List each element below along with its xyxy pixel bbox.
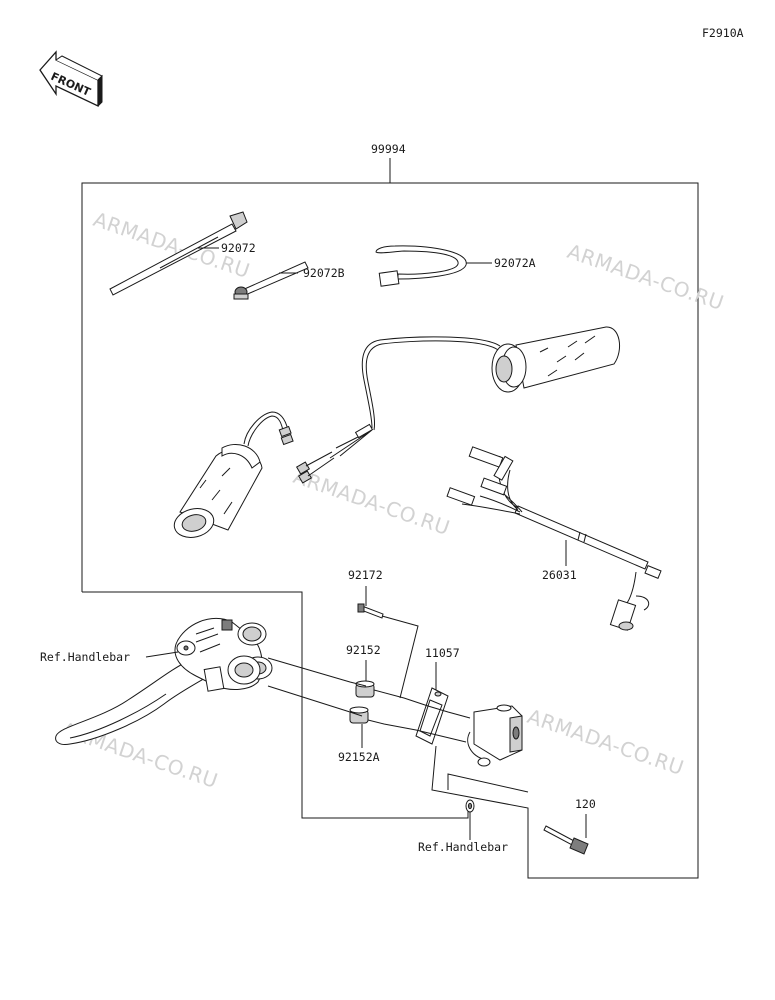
collar-92152 xyxy=(355,680,375,698)
grip-connectors xyxy=(295,423,374,484)
wire-harness-26031 xyxy=(446,446,662,631)
diagram-code: F2910A xyxy=(702,26,744,40)
part-label-120: 120 xyxy=(575,797,596,811)
washer xyxy=(465,799,475,813)
ref-bracket-lines xyxy=(447,773,529,793)
part-label-92172: 92172 xyxy=(348,568,383,582)
part-label-99994: 99994 xyxy=(371,142,406,156)
part-label-26031: 26031 xyxy=(542,568,577,582)
front-arrow-icon: FRONT xyxy=(39,50,103,108)
kit-frame xyxy=(81,158,699,879)
switch-housing xyxy=(467,704,523,767)
heated-grip-right xyxy=(361,326,621,431)
cable-tie-92072b xyxy=(233,261,309,300)
cable-tie-92072 xyxy=(109,211,248,296)
heated-grip-left xyxy=(173,411,294,538)
lever-assembly xyxy=(55,617,273,745)
screw-92172 xyxy=(357,603,384,619)
part-label-92152: 92152 xyxy=(346,643,381,657)
handlebar-axis xyxy=(267,657,529,838)
watermark: ARMADA-CO.RU xyxy=(524,704,687,780)
part-label-92072a: 92072A xyxy=(494,256,536,270)
cable-tie-92072a xyxy=(375,245,467,287)
ref-handlebar-bottom-label: Ref.Handlebar xyxy=(418,840,508,854)
part-label-92072: 92072 xyxy=(221,241,256,255)
bolt-120 xyxy=(543,825,589,855)
ref-handlebar-left-label: Ref.Handlebar xyxy=(40,650,130,664)
part-label-92152a: 92152A xyxy=(338,750,380,764)
part-label-11057: 11057 xyxy=(425,646,460,660)
bracket-11057 xyxy=(415,687,449,745)
watermark: ARMADA-CO.RU xyxy=(290,464,453,540)
part-label-92072b: 92072B xyxy=(303,266,345,280)
watermark: ARMADA-CO.RU xyxy=(564,239,727,315)
